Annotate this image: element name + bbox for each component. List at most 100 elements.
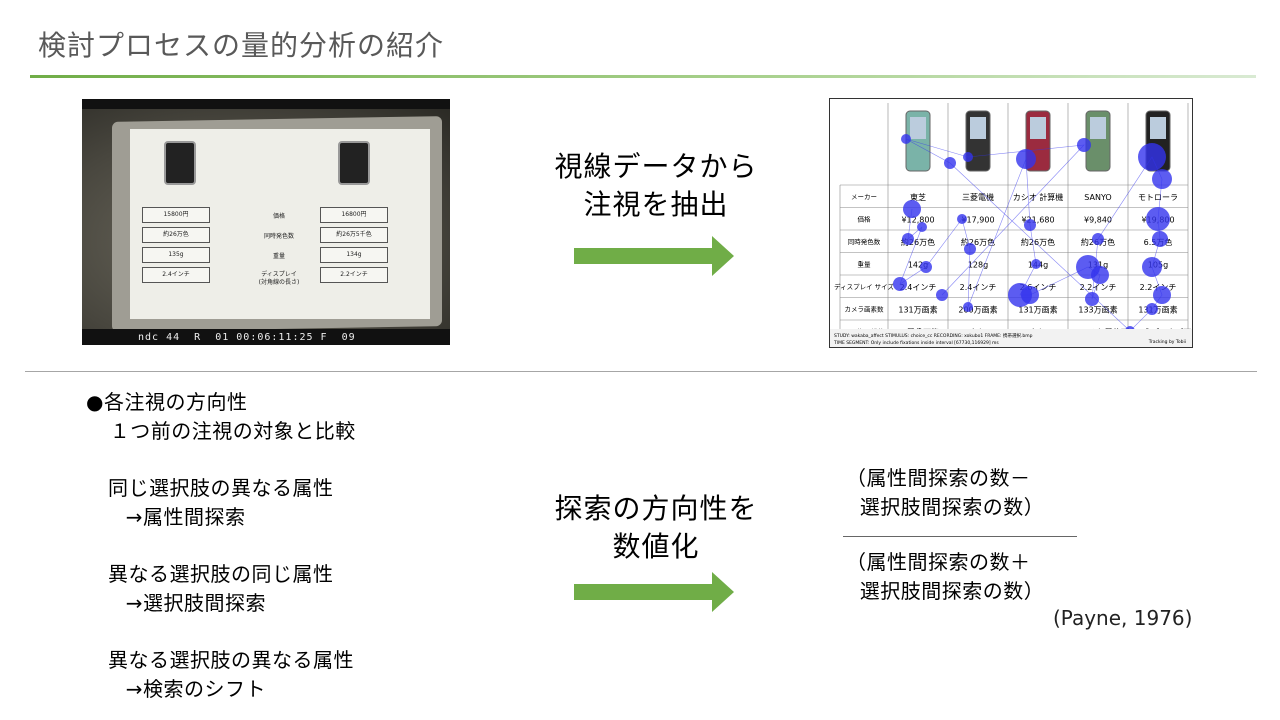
fixation-dot [1085,292,1099,306]
cell-value: 約26万色 [1021,237,1055,247]
cell-value: 131万画素 [1018,305,1057,315]
bottom-arrow-label-line1: 探索の方向性を [554,492,758,525]
fixation-dot [957,214,967,224]
section-divider [25,371,1257,372]
phone-screen [1150,117,1166,139]
phone-screen [910,117,926,139]
fixation-dot [1021,286,1039,304]
experiment-photo: 15800円 約26万色 135g 2.4インチ 価格 同時発色数 重量 ディス… [82,99,450,345]
cell-value: ¥12,800 [901,216,934,225]
cell-value: ¥17,900 [961,216,994,225]
photo-cell: 134g [320,247,388,263]
cell-value: 三菱電機 [962,192,994,202]
fixation-dot [1092,233,1104,245]
bottom-arrow-label: 探索の方向性を 数値化 [536,490,776,566]
photo-label: (対角線の長さ) [258,279,300,286]
cell-value: 東芝 [910,192,926,202]
fixation-dot [902,233,914,245]
case3-title: 異なる選択肢の異なる属性 [108,648,354,672]
formula-numerator-line2: 選択肢間探索の数） [846,495,1045,519]
photo-cell: 2.4インチ [142,267,210,283]
phone-image-left [164,141,196,185]
photo-timecode: ndc 44 R 01 00:06:11:25 F 09 [138,332,356,343]
footer-right: Tracking by Tobii [1148,339,1186,345]
fixation-dot [963,152,973,162]
footer-bar [830,329,1192,347]
cell-value: 2.2インチ [1080,283,1117,292]
fixation-dot [963,302,973,312]
cell-value: 131万画素 [898,305,937,315]
fixation-dot [1031,259,1041,269]
photo-screen: 15800円 約26万色 135g 2.4インチ 価格 同時発色数 重量 ディス… [130,129,430,319]
bottom-right-arrow [574,572,734,612]
photo-bottom-bar [82,329,450,345]
row-header: 価格 [858,215,872,224]
cell-value: 2.6インチ [1020,283,1057,292]
cell-value: 131万画素 [1138,305,1177,315]
photo-label: ディスプレイ [261,271,297,278]
bullet-subtext: １つ前の注視の対象と比較 [96,419,356,443]
row-header: メーカー [851,193,877,201]
fixation-dot [1146,303,1158,315]
formula-denominator-line1: （属性間探索の数＋ [846,550,1031,574]
bottom-arrow-label-line2: 数値化 [612,530,700,563]
fixation-dot [1016,149,1036,169]
fixation-dot [1152,169,1172,189]
fixation-dot [1077,138,1091,152]
photo-cell: 約26万色 [142,227,210,243]
photo-label: 価格 [272,213,285,220]
formula-numerator-line1: （属性間探索の数－ [846,466,1031,490]
cell-value: 2.4インチ [900,283,937,292]
photo-label: 同時発色数 [263,233,294,240]
fixation-dot [1138,143,1166,171]
fixation-dot [1091,266,1109,284]
case2-title: 異なる選択肢の同じ属性 [108,562,334,586]
phone-screen [1030,117,1046,139]
fraction-bar [843,536,1077,537]
fixation-dot [1142,257,1162,277]
photo-cell: 16800円 [320,207,388,223]
top-arrow-label-line2: 注視を抽出 [583,188,729,221]
fixation-dot [1152,231,1168,247]
fixation-dot [917,222,927,232]
fixation-dot [1024,219,1036,231]
footer-line2: TIME SEGMENT: Only include fixations ins… [833,340,999,346]
cell-value: SANYO [1084,193,1111,202]
citation: (Payne, 1976) [1053,606,1193,630]
cell-value: モトローラ [1138,193,1178,202]
fixation-dot [901,134,911,144]
cell-value: 200万画素 [958,305,997,315]
photo-cell: 15800円 [142,207,210,223]
title-underline [30,75,1256,78]
bullet-heading: ●各注視の方向性 [86,390,248,414]
footer-line1: STUDY: wakaba_affect STIMULUS: choice_cc… [834,332,1033,339]
phone-image-right [338,141,370,185]
top-arrow-label-line1: 視線データから [554,150,758,183]
fixation-dot [920,261,932,273]
cell-value: 133万画素 [1078,305,1117,315]
cell-value: 142g [908,261,928,270]
fixation-dot [944,157,956,169]
scan-path [899,138,1163,332]
photo-label: 重量 [272,253,285,260]
fixation-dot [1153,286,1171,304]
row-header: 同時発色数 [848,237,881,246]
phone-screen [970,117,986,139]
photo-top-bar [82,99,450,109]
top-right-arrow [574,236,734,276]
top-arrow-label: 視線データから 注視を抽出 [536,148,776,224]
cell-value: カシオ 計算機 [1013,192,1064,202]
case3-result: →検索のシフト [112,677,266,701]
fixation-dot [903,200,921,218]
cell-value: ¥21,680 [1021,216,1054,225]
cell-value: ¥9,840 [1084,216,1112,225]
cell-value: 約26万色 [901,237,935,247]
cell-value: 128g [968,261,988,270]
cell-value: 約26万色 [961,237,995,247]
fixation-dot [1146,207,1170,231]
fixation-dot [964,243,976,255]
fixation-dot [893,277,907,291]
photo-cell: 約26万5千色 [320,227,388,243]
